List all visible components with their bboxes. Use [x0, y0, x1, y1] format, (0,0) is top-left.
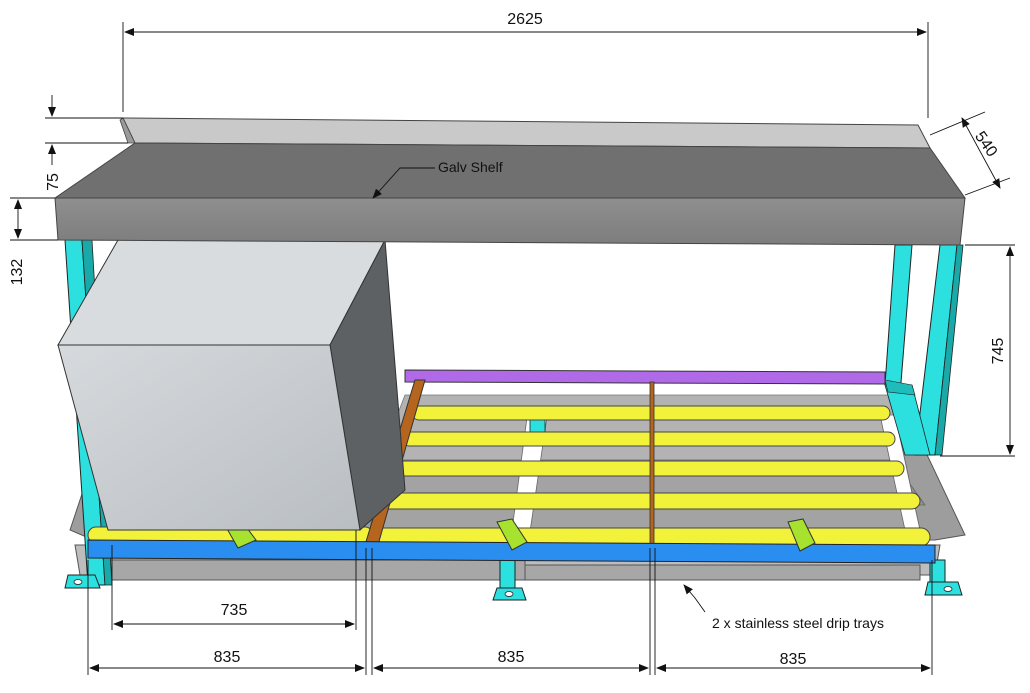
dim-bay-2: 835: [498, 649, 525, 666]
back-rail: [404, 369, 886, 385]
dimension-lines: [10, 22, 1015, 675]
dimension-labels: 2625 540 75 132 745 735 835 835 835: [9, 11, 1007, 668]
dim-depth: 540: [971, 129, 1000, 161]
wedge-stop: [787, 518, 816, 552]
callout-labels: Galv Shelf 2 x stainless steel drip tray…: [438, 159, 884, 631]
dim-block-width: 735: [221, 602, 248, 619]
frame-feet: [64, 574, 963, 601]
galv-shelf-label: Galv Shelf: [438, 159, 503, 175]
galv-shelf: [53, 117, 966, 246]
roller: [391, 460, 905, 477]
dim-bay-3: 835: [780, 651, 807, 668]
dim-shelf-thickness: 132: [9, 259, 26, 286]
dim-bay-1: 835: [214, 649, 241, 666]
wedge-stop: [496, 518, 528, 551]
load-block: [57, 238, 406, 531]
dim-upstand-height: 75: [45, 173, 62, 191]
front-rail: [87, 539, 936, 564]
roller: [401, 431, 896, 447]
drip-trays-label: 2 x stainless steel drip trays: [712, 615, 884, 631]
dim-shelf-clearance: 745: [990, 338, 1007, 365]
dim-overall-width: 2625: [507, 11, 543, 28]
